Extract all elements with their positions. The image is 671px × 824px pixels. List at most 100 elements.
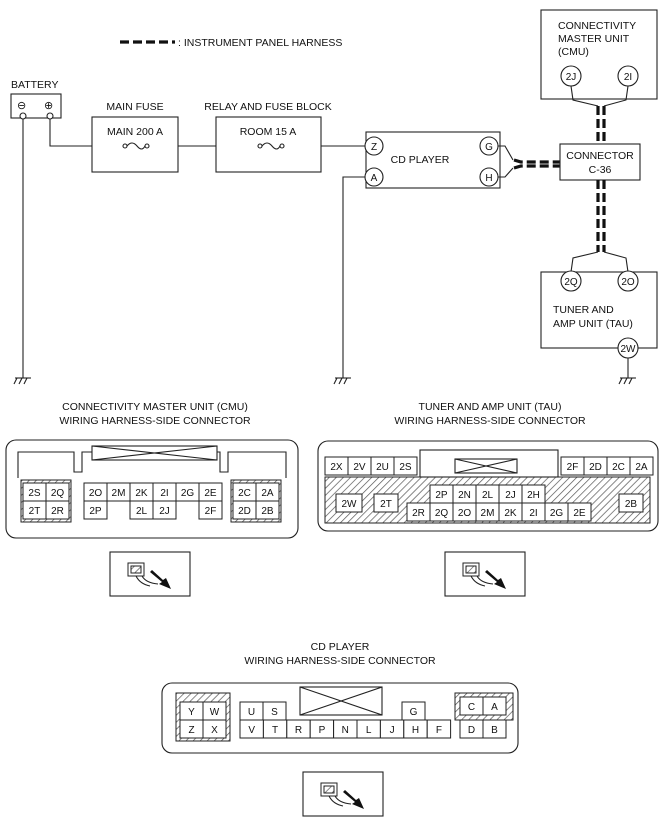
terminal-cell: [629, 456, 654, 476]
cmu-pin-2i: 2I: [624, 72, 632, 83]
battery-minus-icon: ⊖: [17, 100, 26, 112]
terminal-cell: [482, 719, 507, 739]
terminal-label: 2R: [412, 508, 425, 519]
terminal-label: 2N: [458, 490, 471, 501]
connector-view-icon: [302, 771, 384, 817]
terminal-cell: [426, 719, 452, 739]
cd-connector-title-1: CD PLAYER: [311, 641, 370, 653]
tau-pin-2w: 2W: [621, 344, 637, 355]
terminal-label: D: [468, 725, 475, 736]
terminal-label: 2W: [342, 499, 358, 510]
terminal-label: 2U: [376, 462, 389, 473]
terminal-label: 2I: [529, 508, 537, 519]
terminal-label: W: [210, 707, 220, 718]
terminal-label: C: [468, 702, 475, 713]
cd-pin-h: H: [485, 173, 492, 184]
fuse-icon: [261, 142, 281, 150]
cmu-pin-2j: 2J: [566, 72, 577, 83]
cd-player-label: CD PLAYER: [391, 154, 450, 166]
terminal-label: 2E: [573, 508, 586, 519]
ground-icon-tau: [618, 377, 636, 385]
terminal-cell: [618, 493, 644, 513]
tau-connector-title-2: WIRING HARNESS-SIDE CONNECTOR: [394, 415, 586, 427]
terminal-label: 2G: [181, 488, 195, 499]
legend: : INSTRUMENT PANEL HARNESS: [120, 37, 342, 49]
cd-connector-title-2: WIRING HARNESS-SIDE CONNECTOR: [244, 655, 436, 667]
terminal-label: S: [271, 707, 278, 718]
terminal-label: 2E: [204, 488, 217, 499]
fuse-icon: [126, 142, 146, 150]
tau-pin-2q: 2Q: [564, 277, 578, 288]
terminal-label: P: [319, 725, 326, 736]
cd-pin-z: Z: [371, 142, 377, 153]
cmu-connector-title-1: CONNECTIVITY MASTER UNIT (CMU): [62, 401, 248, 413]
terminal-cell: [83, 500, 108, 520]
terminal-label: 2L: [136, 506, 148, 517]
terminal-label: 2C: [612, 462, 625, 473]
terminal-label: 2A: [635, 462, 648, 473]
terminal-label: 2F: [567, 462, 579, 473]
terminal-cell: [393, 456, 418, 476]
terminal-cell: [152, 500, 177, 520]
tau-connector-title-1: TUNER AND AMP UNIT (TAU): [419, 401, 562, 413]
tau-line-1: TUNER AND: [553, 304, 614, 316]
terminal-label: Z: [188, 725, 194, 736]
cd-player: CD PLAYER Z A G H: [364, 131, 501, 189]
terminal-label: 2J: [159, 506, 170, 517]
main-fuse-title: MAIN FUSE: [106, 101, 163, 113]
terminal-cell: [482, 696, 507, 716]
tau-connector-title: TUNER AND AMP UNIT (TAU) WIRING HARNESS-…: [394, 401, 586, 427]
terminal-label: T: [272, 725, 278, 736]
terminal-label: 2G: [550, 508, 564, 519]
terminal-label: X: [211, 725, 218, 736]
terminal-label: A: [491, 702, 498, 713]
terminal-label: 2Q: [51, 488, 65, 499]
terminal-cell: [335, 493, 363, 513]
relay-label: ROOM 15 A: [240, 126, 297, 138]
terminal-label: 2C: [238, 488, 251, 499]
connector-line-1: CONNECTOR: [566, 150, 634, 162]
terminal-label: 2P: [89, 506, 102, 517]
battery: BATTERY ⊖ ⊕: [10, 79, 62, 120]
terminal-label: B: [491, 725, 498, 736]
terminal-label: 2A: [261, 488, 274, 499]
relay-fuse-block: RELAY AND FUSE BLOCK ROOM 15 A: [204, 101, 332, 173]
terminal-label: 2D: [589, 462, 602, 473]
terminal-label: 2K: [135, 488, 148, 499]
terminal-cell: [255, 500, 280, 520]
terminal-label: 2X: [330, 462, 343, 473]
terminal-label: G: [410, 707, 418, 718]
terminal-label: 2M: [481, 508, 495, 519]
tau-unit: 2Q 2O TUNER AND AMP UNIT (TAU) 2W: [540, 270, 658, 359]
terminal-label: 2Q: [435, 508, 449, 519]
terminal-label: Y: [188, 707, 195, 718]
terminal-label: 2O: [89, 488, 103, 499]
terminal-cell: [45, 500, 70, 520]
tau-line-2: AMP UNIT (TAU): [553, 318, 633, 330]
terminal-label: 2H: [527, 490, 540, 501]
terminal-label: R: [295, 725, 302, 736]
cd-pin-g: G: [485, 142, 493, 153]
terminal-label: V: [248, 725, 255, 736]
cmu-connector-title-2: WIRING HARNESS-SIDE CONNECTOR: [59, 415, 251, 427]
main-fuse: MAIN FUSE MAIN 200 A: [91, 101, 179, 173]
terminal-label: 2V: [353, 462, 366, 473]
connector-view-icon: [444, 551, 526, 597]
legend-text: : INSTRUMENT PANEL HARNESS: [178, 37, 342, 49]
battery-plus-icon: ⊕: [44, 100, 53, 112]
terminal-label: 2O: [458, 508, 472, 519]
terminal-label: 2D: [238, 506, 251, 517]
cd-pin-a: A: [371, 173, 378, 184]
terminal-label: 2I: [160, 488, 168, 499]
terminal-label: H: [412, 725, 419, 736]
battery-label: BATTERY: [11, 79, 58, 91]
terminal-label: 2S: [28, 488, 41, 499]
terminal-cell: [567, 502, 592, 522]
terminal-label: 2J: [505, 490, 516, 501]
terminal-label: 2L: [482, 490, 494, 501]
terminal-label: 2B: [625, 499, 638, 510]
